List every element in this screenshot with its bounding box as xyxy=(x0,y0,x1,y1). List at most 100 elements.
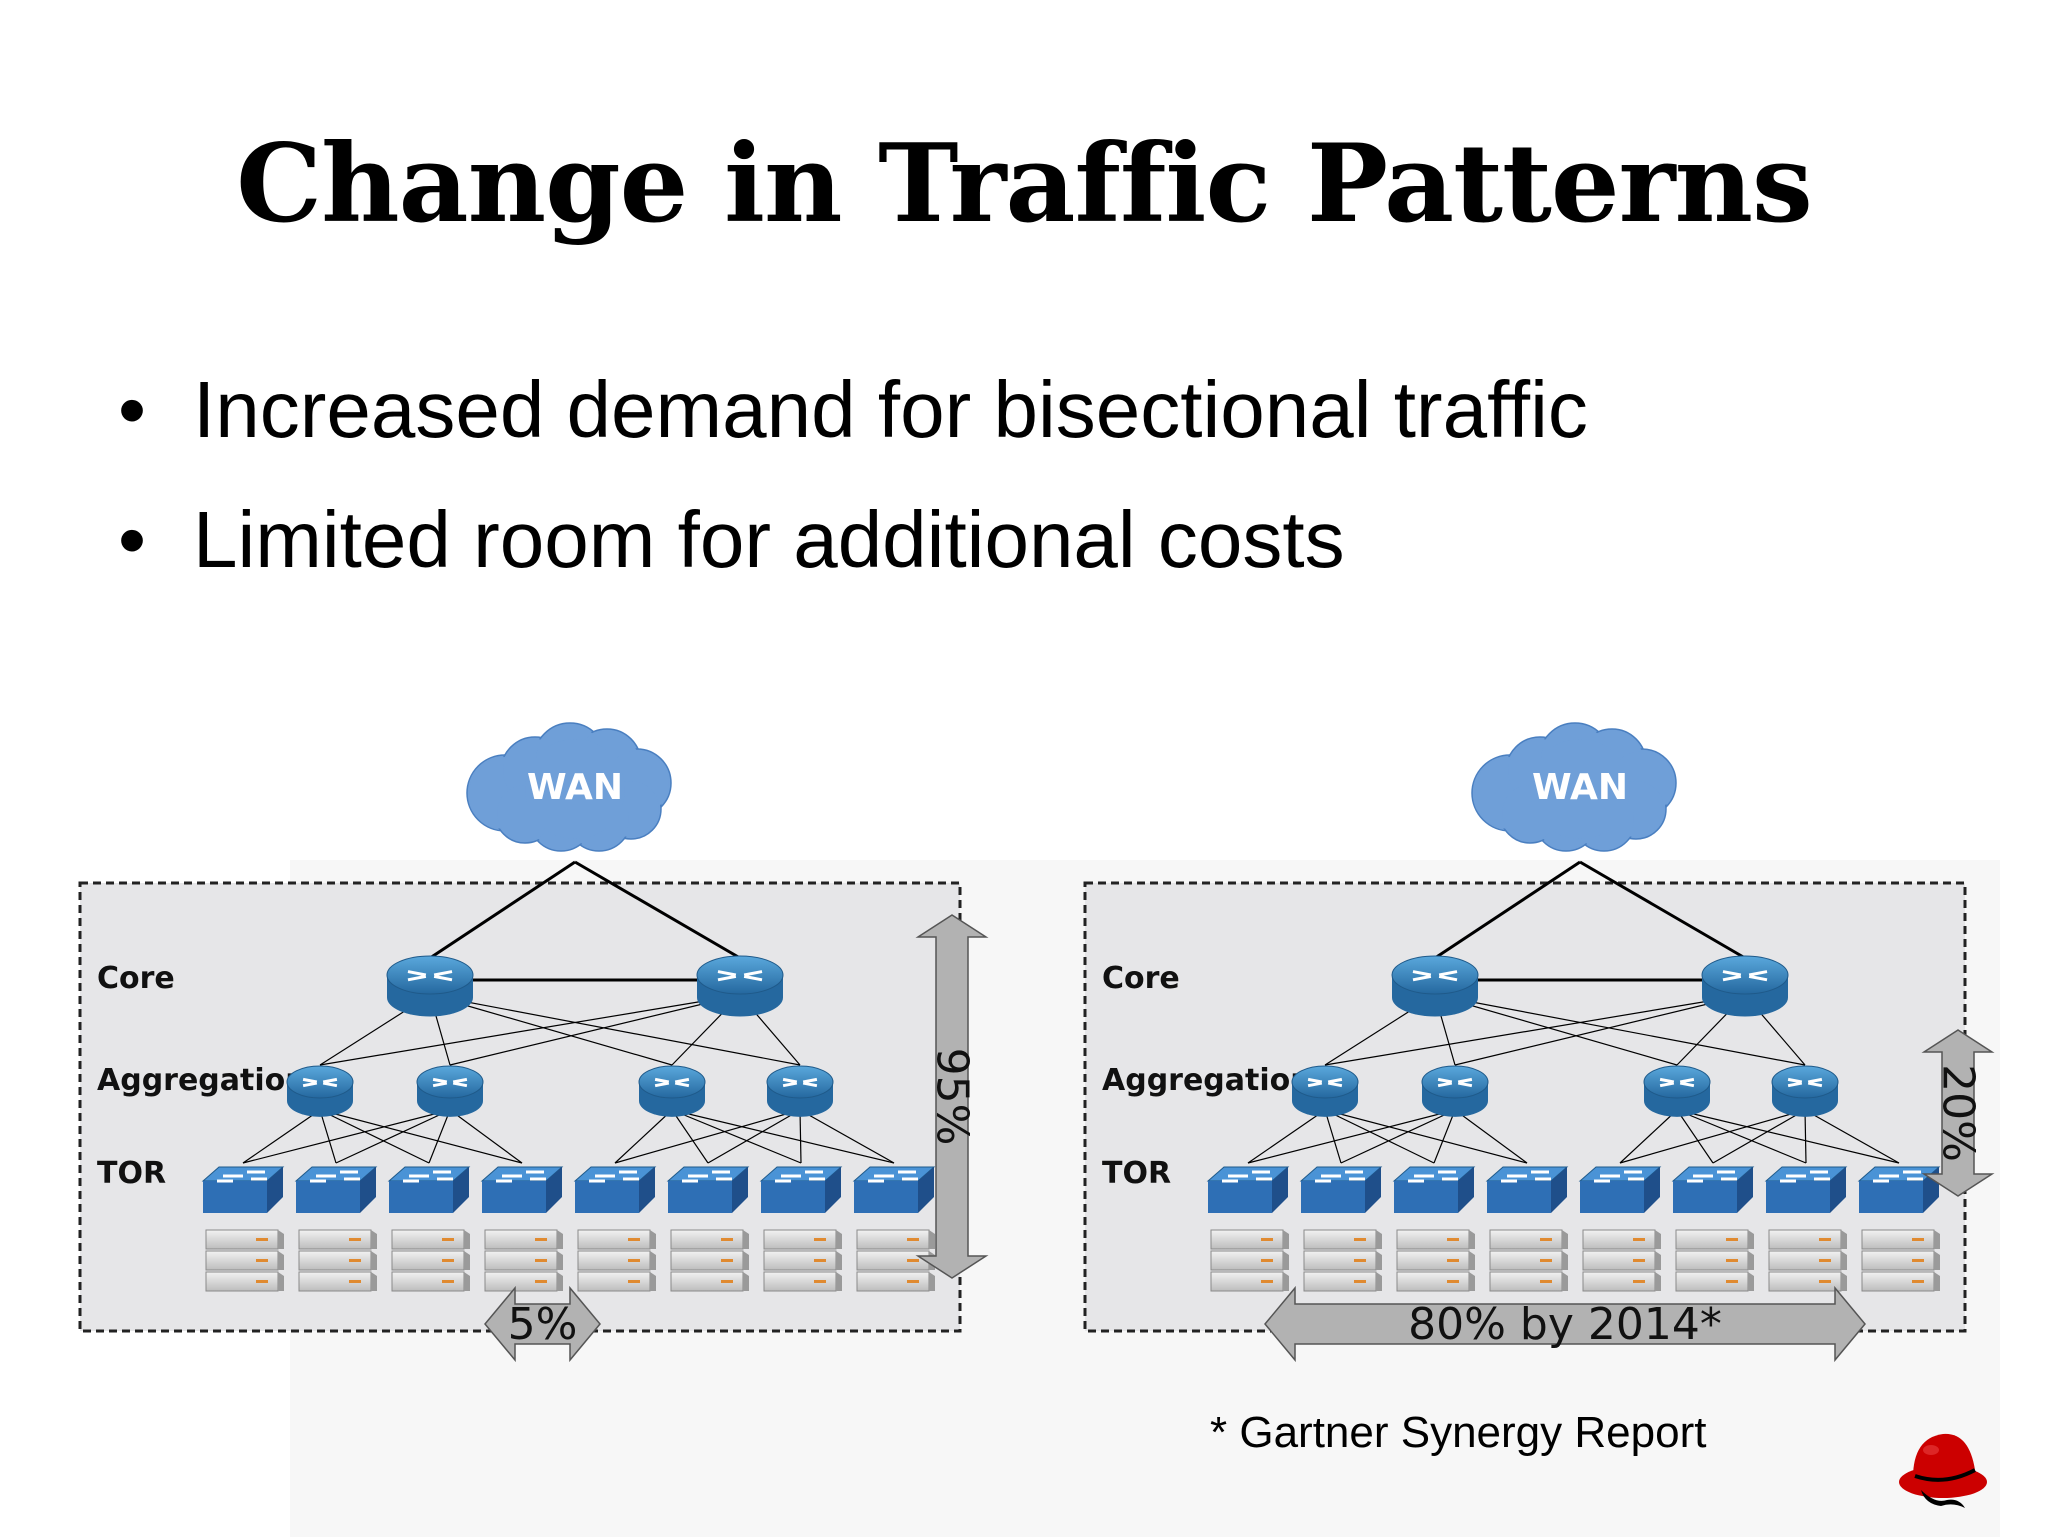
link-line xyxy=(1324,1109,1528,1164)
server-icon xyxy=(1210,1229,1289,1292)
link-line xyxy=(1579,860,1746,960)
switch-icon xyxy=(759,1166,843,1213)
bullet-text: Increased demand for bisectional traffic xyxy=(193,365,1588,454)
cloud-label: WAN xyxy=(1532,767,1628,808)
cloud-label: WAN xyxy=(527,767,623,808)
bullet-dot: • xyxy=(118,495,147,584)
bullet-item: • Limited room for additional costs xyxy=(118,485,1588,615)
wan-cloud-icon: WAN xyxy=(466,722,672,852)
switch-icon xyxy=(1299,1166,1383,1213)
link-line xyxy=(1619,1109,1806,1164)
arrow-label: 5% xyxy=(508,1299,578,1350)
link-line xyxy=(1433,1109,1456,1164)
link-line xyxy=(242,1109,321,1164)
server-icon xyxy=(1768,1229,1847,1292)
switch-icon xyxy=(1206,1166,1290,1213)
link-line xyxy=(1454,994,1746,1066)
router-icon xyxy=(386,955,474,1017)
link-line xyxy=(671,1109,895,1164)
layer-label: Aggregation xyxy=(1102,1063,1312,1098)
server-icon xyxy=(856,1229,935,1292)
server-icon xyxy=(1489,1229,1568,1292)
server-icon xyxy=(1861,1229,1940,1292)
link-line xyxy=(1619,1109,1678,1164)
link-line xyxy=(1676,1109,1807,1164)
vertical-traffic-arrow: 20% xyxy=(1921,1029,1995,1197)
link-line xyxy=(319,1109,430,1164)
link-line xyxy=(319,994,741,1066)
footnote: * Gartner Synergy Report xyxy=(1210,1408,1707,1457)
link-line xyxy=(335,1109,451,1164)
layer-label: Core xyxy=(97,961,175,996)
link-line xyxy=(671,1109,802,1164)
link-line xyxy=(799,1109,895,1164)
server-icon xyxy=(763,1229,842,1292)
link-line xyxy=(1434,994,1806,1066)
server-icon xyxy=(1396,1229,1475,1292)
router-icon xyxy=(1701,955,1789,1017)
link-line xyxy=(1324,1109,1342,1164)
router-icon xyxy=(286,1065,354,1117)
switch-icon xyxy=(573,1166,657,1213)
router-icon xyxy=(1771,1065,1839,1117)
link-line xyxy=(1247,1109,1456,1164)
link-line xyxy=(1340,1109,1456,1164)
wan-cloud-icon: WAN xyxy=(1471,722,1677,852)
link-line xyxy=(242,1109,451,1164)
link-line xyxy=(1324,994,1746,1066)
switch-icon xyxy=(294,1166,378,1213)
server-icon xyxy=(391,1229,470,1292)
vertical-traffic-arrow: 95% xyxy=(915,914,989,1279)
link-line xyxy=(1676,1109,1714,1164)
link-line xyxy=(428,1109,451,1164)
server-icon xyxy=(1675,1229,1754,1292)
bullet-list: • Increased demand for bisectional traffi… xyxy=(118,355,1588,615)
link-line xyxy=(1434,860,1581,960)
server-icon xyxy=(1582,1229,1661,1292)
red-hat-logo xyxy=(1899,1433,1987,1508)
link-line xyxy=(574,860,741,960)
router-icon xyxy=(766,1065,834,1117)
horizontal-traffic-arrow: 80% by 2014* xyxy=(1264,1285,1866,1363)
link-line xyxy=(319,1109,523,1164)
switch-icon xyxy=(201,1166,285,1213)
link-line xyxy=(671,1109,709,1164)
layer-label: TOR xyxy=(97,1156,166,1191)
bullet-dot: • xyxy=(118,365,147,454)
link-line xyxy=(1804,1109,1900,1164)
server-icon xyxy=(1303,1229,1382,1292)
server-icon xyxy=(205,1229,284,1292)
server-icon xyxy=(670,1229,749,1292)
link-line xyxy=(1804,1109,1807,1164)
link-line xyxy=(614,1109,801,1164)
link-line xyxy=(1324,1109,1435,1164)
layer-label: Aggregation xyxy=(97,1063,307,1098)
layer-label: Core xyxy=(1102,961,1180,996)
link-line xyxy=(1454,1109,1528,1164)
link-line xyxy=(1712,1109,1806,1164)
link-line xyxy=(707,1109,801,1164)
router-icon xyxy=(638,1065,706,1117)
layer-label: TOR xyxy=(1102,1156,1171,1191)
link-line xyxy=(1676,1109,1900,1164)
switch-icon xyxy=(852,1166,936,1213)
server-icon xyxy=(484,1229,563,1292)
bullet-item: • Increased demand for bisectional traffi… xyxy=(118,355,1588,485)
link-line xyxy=(429,994,801,1066)
arrow-label: 95% xyxy=(927,1048,978,1146)
router-icon xyxy=(1421,1065,1489,1117)
arrow-label: 20% xyxy=(1933,1064,1984,1162)
router-icon xyxy=(696,955,784,1017)
bullet-text: Limited room for additional costs xyxy=(193,495,1345,584)
server-icon xyxy=(577,1229,656,1292)
switch-icon xyxy=(1671,1166,1755,1213)
link-line xyxy=(449,1109,523,1164)
link-line xyxy=(319,1109,337,1164)
router-icon xyxy=(1291,1065,1359,1117)
switch-icon xyxy=(1392,1166,1476,1213)
link-line xyxy=(1434,994,1678,1066)
link-line xyxy=(1247,1109,1326,1164)
